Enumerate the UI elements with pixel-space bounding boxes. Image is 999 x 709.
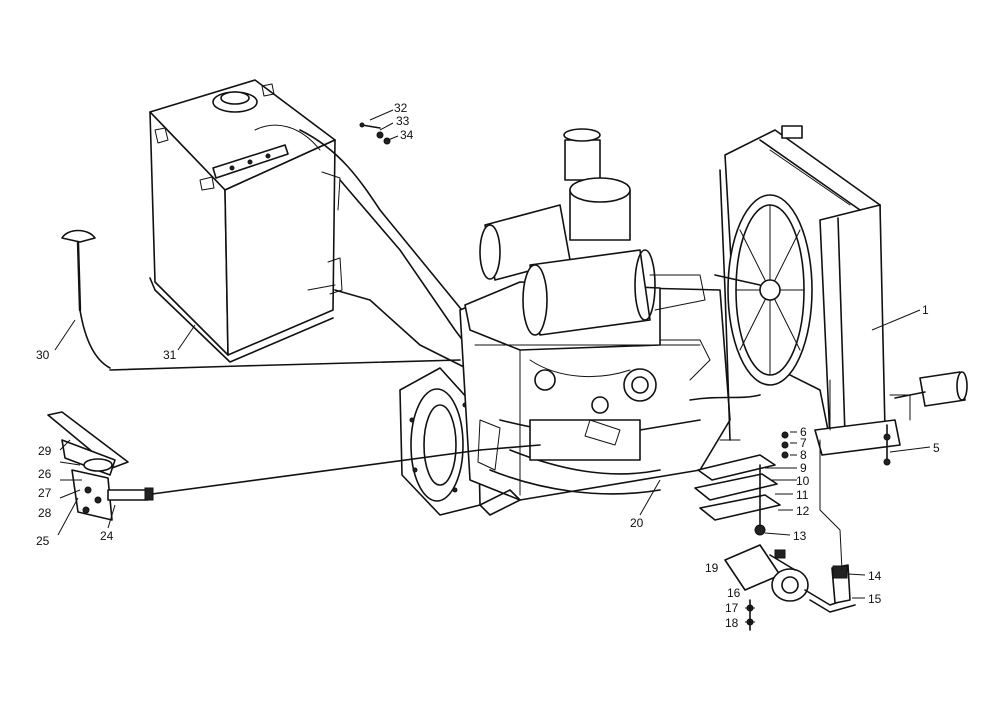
- callout-6: 6: [800, 425, 807, 439]
- leader-lines: [54, 109, 931, 623]
- callout-34: 34: [400, 128, 414, 142]
- callout-13: 13: [793, 529, 807, 543]
- callout-17: 17: [725, 601, 739, 615]
- callout-14: 14: [868, 569, 882, 583]
- callout-29: 29: [38, 444, 52, 458]
- callout-8: 8: [800, 448, 807, 462]
- callout-24: 24: [100, 529, 114, 543]
- callout-9: 9: [800, 461, 807, 475]
- dipstick: [61, 229, 111, 369]
- fuel-tank: [149, 79, 343, 363]
- callout-27: 27: [38, 486, 52, 500]
- callout-26: 26: [38, 467, 52, 481]
- callout-19: 19: [705, 561, 719, 575]
- callout-31: 31: [163, 348, 177, 362]
- pump-assembly: [724, 439, 856, 631]
- callout-11: 11: [796, 488, 809, 502]
- air-cleaner: [479, 128, 706, 336]
- callout-18: 18: [725, 616, 739, 630]
- callout-12: 12: [796, 504, 810, 518]
- callout-25: 25: [36, 534, 50, 548]
- throttle-pedal: [47, 411, 541, 521]
- hose-fittings: [359, 122, 391, 145]
- callout-16: 16: [727, 586, 741, 600]
- callout-30: 30: [36, 348, 50, 362]
- flywheel-housing: [399, 367, 481, 516]
- callout-15: 15: [868, 592, 882, 606]
- callout-28: 28: [38, 506, 52, 520]
- callout-33: 33: [396, 114, 410, 128]
- engine-mount: [694, 431, 789, 536]
- callout-32: 32: [394, 101, 408, 115]
- callout-labels: 1 5 6 7 8 9 10 11 12 13 14 15 16 17 18 1…: [36, 101, 940, 630]
- callout-7: 7: [800, 436, 807, 450]
- callout-5: 5: [933, 441, 940, 455]
- cooling-fan: [714, 169, 813, 441]
- radiator-hose: [894, 371, 968, 407]
- callout-20: 20: [630, 516, 644, 530]
- radiator-bolt: [883, 424, 891, 466]
- callout-10: 10: [796, 474, 810, 488]
- callout-1: 1: [922, 303, 929, 317]
